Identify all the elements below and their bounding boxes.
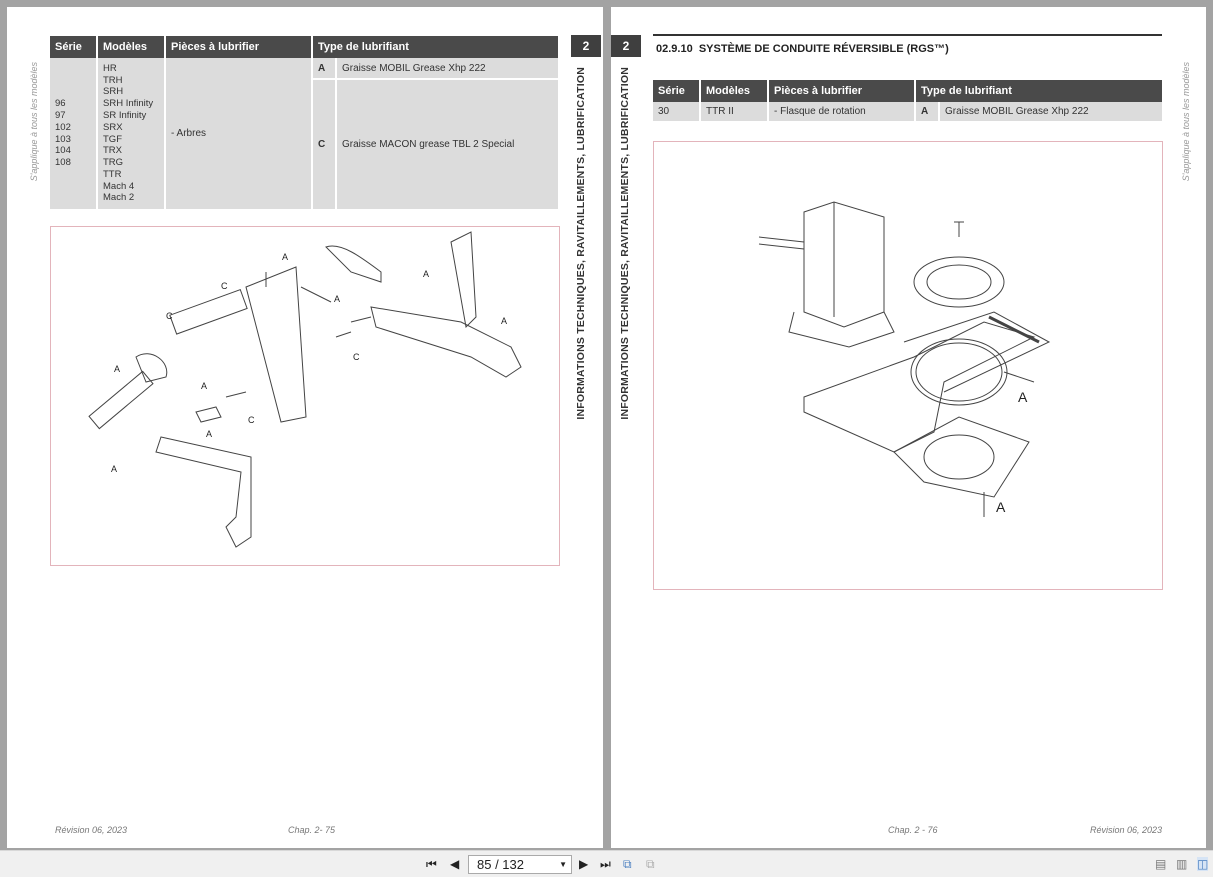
label-a: A	[201, 381, 207, 391]
series-value: 103	[55, 133, 71, 145]
chapter-tab: 2	[611, 35, 641, 57]
footer-page-number: Chap. 2- 75	[288, 825, 336, 835]
model: TRX	[103, 145, 122, 157]
lubricant-code: A	[915, 102, 940, 123]
three-point-linkage-drawing: A A A A A A A A C C C C	[88, 231, 522, 548]
label-a: A	[114, 364, 120, 374]
model-value: TTR II	[700, 102, 769, 123]
model: TRH	[103, 74, 123, 86]
label-c: C	[353, 352, 360, 362]
series-value: 30	[653, 102, 701, 123]
label-a: A	[996, 499, 1006, 515]
label-a: A	[282, 252, 288, 262]
two-page-view-icon[interactable]: ◫	[1197, 857, 1209, 871]
label-a: A	[334, 294, 340, 304]
label-c: C	[248, 415, 255, 425]
model: SRH	[103, 86, 124, 98]
series-cell: 96 97 102 103 104 108	[50, 58, 98, 211]
model: TGF	[103, 133, 122, 145]
prev-page-icon[interactable]: ◀	[450, 857, 460, 871]
header-pieces: Pièces à lubrifier	[768, 80, 916, 102]
chapter-tab: 2	[571, 35, 601, 57]
footer-revision: Révision 06, 2023	[1090, 825, 1163, 835]
header-type: Type de lubrifiant	[312, 36, 560, 58]
header-serie: Série	[50, 36, 98, 58]
lubricant-code: A	[312, 58, 337, 80]
series-value: 97	[55, 109, 66, 121]
first-page-icon[interactable]: ⏮	[426, 857, 437, 871]
last-page-icon[interactable]: ⏭	[600, 857, 611, 871]
rgs-diagram: A A	[653, 141, 1163, 590]
side-note: S'applique à tous les modèles	[29, 62, 39, 182]
series-value: 96	[55, 98, 66, 110]
model: HR	[103, 62, 117, 74]
label-a: A	[206, 429, 212, 439]
models-cell: HR TRH SRH SRH Infinity SR Infinity SRX …	[97, 58, 166, 211]
footer-revision: Révision 06, 2023	[55, 825, 128, 835]
label-a: A	[501, 316, 507, 326]
insert-page-icon[interactable]: ⧉	[623, 857, 632, 871]
dropdown-arrow-icon[interactable]: ▼	[559, 860, 567, 869]
model: SRX	[103, 121, 123, 133]
label-c: C	[166, 311, 173, 321]
single-page-view-icon[interactable]: ▤	[1155, 857, 1167, 871]
header-type: Type de lubrifiant	[915, 80, 1164, 102]
left-page: S'applique à tous les modèles Série Modè…	[7, 7, 603, 848]
label-a: A	[1018, 389, 1028, 405]
reversible-driving-system-drawing: A A	[758, 201, 1051, 517]
series-value: 108	[55, 157, 71, 169]
lubricant-name: Graisse MOBIL Grease Xhp 222	[939, 102, 1164, 123]
header-modeles: Modèles	[700, 80, 769, 102]
parts-cell: - Arbres	[165, 58, 313, 211]
chapter-title-vertical: INFORMATIONS TECHNIQUES, RAVITAILLEMENTS…	[575, 67, 587, 420]
model: Mach 2	[103, 192, 135, 204]
footer-page-number: Chap. 2 - 76	[888, 825, 938, 835]
title-rule	[653, 34, 1162, 36]
label-a: A	[111, 464, 117, 474]
extract-page-icon[interactable]: ⧉	[646, 857, 655, 871]
continuous-view-icon[interactable]: ▥	[1176, 857, 1188, 871]
header-modeles: Modèles	[97, 36, 166, 58]
lubricant-name: Graisse MOBIL Grease Xhp 222	[336, 58, 560, 80]
model: Mach 4	[103, 180, 135, 192]
right-page: 2 INFORMATIONS TECHNIQUES, RAVITAILLEMEN…	[611, 7, 1206, 848]
header-serie: Série	[653, 80, 701, 102]
lubricant-code: C	[312, 79, 337, 211]
section-title: 02.9.10 SYSTÈME DE CONDUITE RÉVERSIBLE (…	[656, 43, 949, 55]
model: SR Infinity	[103, 109, 147, 121]
chapter-title-vertical: INFORMATIONS TECHNIQUES, RAVITAILLEMENTS…	[619, 67, 631, 420]
model: TTR	[103, 168, 122, 180]
parts-value: - Flasque de rotation	[768, 102, 916, 123]
lubrication-table: Série Modèles Pièces à lubrifier Type de…	[653, 80, 1164, 123]
lubricant-name: Graisse MACON grease TBL 2 Special	[336, 79, 560, 211]
series-value: 102	[55, 121, 71, 133]
lubrication-table: Série Modèles Pièces à lubrifier Type de…	[50, 36, 560, 211]
next-page-icon[interactable]: ▶	[579, 857, 589, 871]
series-value: 104	[55, 145, 71, 157]
page-indicator: 85 / 132	[477, 857, 524, 872]
header-pieces: Pièces à lubrifier	[165, 36, 313, 58]
model: SRH Infinity	[103, 98, 154, 110]
lubrication-diagram: A A A A A A A A C C C C	[50, 226, 560, 566]
model: TRG	[103, 157, 124, 169]
label-a: A	[423, 269, 429, 279]
page-number-input[interactable]: 85 / 132 ▼	[468, 855, 572, 874]
label-c: C	[221, 281, 228, 291]
side-note: S'applique à tous les modèles	[1181, 62, 1191, 182]
pdf-toolbar: ⏮ ◀ 85 / 132 ▼ ▶ ⏭ ⧉ ⧉ ▤ ▥ ◫	[0, 850, 1213, 877]
